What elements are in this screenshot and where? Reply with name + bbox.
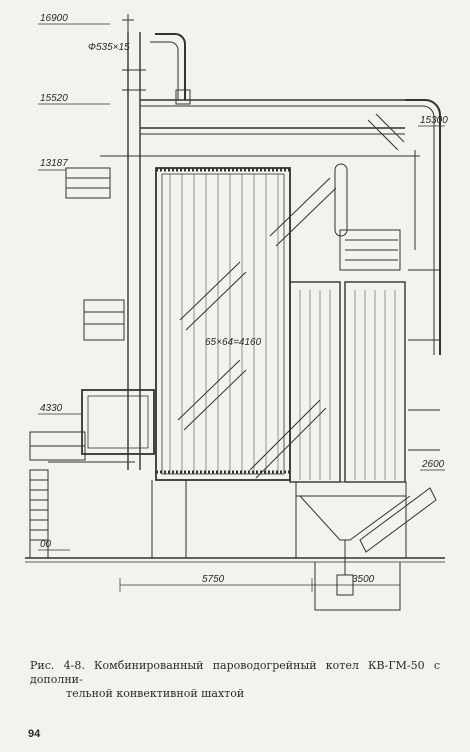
width-dimension-5750: 5750 (202, 574, 225, 585)
pipe-dimension-label: Ф535×15 (88, 42, 130, 53)
figure-caption: Рис. 4-8. Комбинированный пароводогрейны… (30, 659, 440, 701)
tube-dimension-label: 65×64=4160 (205, 337, 262, 348)
elevation-mark-2600: 2600 (421, 459, 445, 470)
elevation-mark-15300: 15300 (420, 115, 448, 126)
width-dimension-3500: 3500 (352, 574, 375, 585)
elevation-mark-00: 00 (40, 539, 52, 550)
elevation-mark-13187: 13187 (40, 158, 68, 169)
elevation-mark-16900: 16900 (40, 13, 68, 24)
elevation-mark-15520: 15520 (40, 93, 68, 104)
caption-line-2: тельной конвективной шахтой (66, 687, 245, 700)
boiler-technical-drawing: 16900 15520 13187 4330 00 15300 2600 Ф53… (25, 13, 448, 611)
page-number: 94 (28, 728, 41, 740)
elevation-mark-4330: 4330 (40, 403, 63, 414)
caption-line-1: Рис. 4-8. Комбинированный пароводогрейны… (30, 659, 440, 686)
